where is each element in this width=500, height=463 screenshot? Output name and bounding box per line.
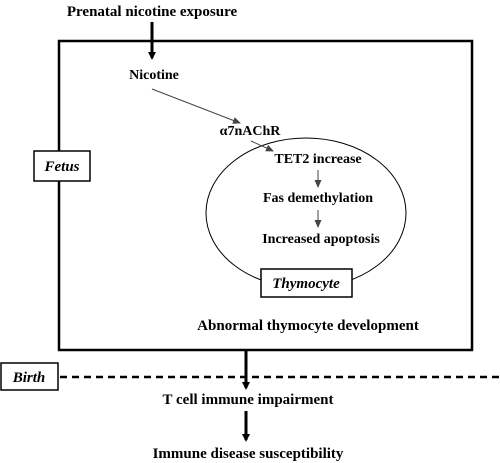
birth-label-box	[0, 362, 59, 391]
fetus-box	[57, 39, 474, 352]
thymocyte-label: Thymocyte	[272, 276, 340, 292]
receptor-label: α7nAChR	[220, 124, 282, 139]
immune-disease-susceptibility-label: Immune disease susceptibility	[153, 446, 344, 462]
nicotine-label: Nicotine	[129, 68, 179, 83]
cell-step-apoptosis: Increased apoptosis	[262, 232, 380, 247]
nicotine-to-receptor-arrow	[151, 88, 241, 124]
fetus-label: Fetus	[43, 159, 79, 175]
abnormal-development-label: Abnormal thymocyte development	[197, 318, 419, 334]
thymocyte-label-box	[260, 268, 353, 298]
cell-step-fas: Fas demethylation	[263, 191, 373, 206]
cell-step-tet2: TET2 increase	[274, 152, 361, 167]
fetus-label-box	[33, 150, 91, 182]
prenatal-exposure-label: Prenatal nicotine exposure	[67, 4, 238, 20]
t-cell-impairment-label: T cell immune impairment	[163, 392, 334, 408]
birth-label: Birth	[12, 370, 46, 386]
receptor-to-tet2-arrow	[250, 140, 274, 152]
